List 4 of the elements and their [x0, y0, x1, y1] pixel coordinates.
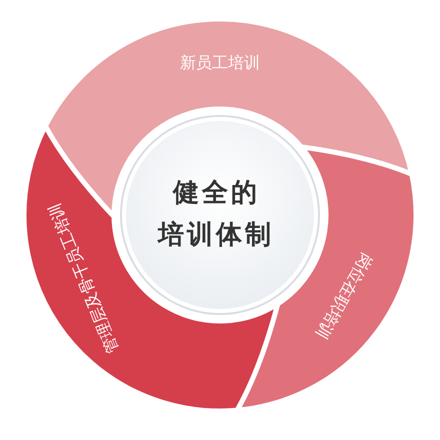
segment-label: 管理层及骨干员工培训	[46, 201, 122, 356]
center-title: 健全的培训体制	[158, 177, 275, 252]
segment-label: 新员工培训	[180, 55, 260, 71]
segment-label: 岗位在职培训	[313, 250, 376, 342]
